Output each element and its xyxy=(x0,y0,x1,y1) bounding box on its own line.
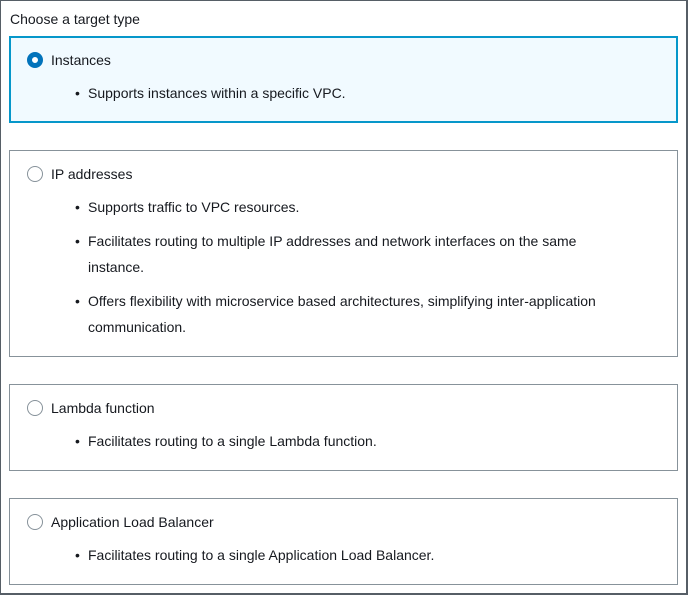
option-header: Lambda function xyxy=(27,398,661,418)
bullet-item: Offers flexibility with microservice bas… xyxy=(74,288,634,340)
option-bullets: Supports traffic to VPC resources. Facili… xyxy=(27,194,661,340)
option-label: IP addresses xyxy=(51,166,133,182)
section-label: Choose a target type xyxy=(10,11,140,27)
option-card-application-load-balancer[interactable]: Application Load Balancer Facilitates ro… xyxy=(9,498,678,585)
radio-button-application-load-balancer-icon[interactable] xyxy=(27,514,43,530)
option-card-instances[interactable]: Instances Supports instances within a sp… xyxy=(9,36,678,123)
option-bullets: Facilitates routing to a single Applicat… xyxy=(27,542,661,568)
option-header: Application Load Balancer xyxy=(27,512,661,532)
option-label: Application Load Balancer xyxy=(51,514,214,530)
bullet-item: Supports instances within a specific VPC… xyxy=(74,80,634,106)
radio-button-lambda-function-icon[interactable] xyxy=(27,400,43,416)
option-header: Instances xyxy=(27,50,661,70)
option-label: Instances xyxy=(51,52,111,68)
bullet-item: Supports traffic to VPC resources. xyxy=(74,194,634,220)
radio-button-ip-addresses-icon[interactable] xyxy=(27,166,43,182)
bullet-item: Facilitates routing to a single Applicat… xyxy=(74,542,634,568)
option-header: IP addresses xyxy=(27,164,661,184)
target-type-options: Instances Supports instances within a sp… xyxy=(9,36,678,585)
option-bullets: Supports instances within a specific VPC… xyxy=(27,80,661,106)
option-bullets: Facilitates routing to a single Lambda f… xyxy=(27,428,661,454)
radio-button-instances-icon[interactable] xyxy=(27,52,43,68)
option-card-lambda-function[interactable]: Lambda function Facilitates routing to a… xyxy=(9,384,678,471)
option-label: Lambda function xyxy=(51,400,155,416)
option-card-ip-addresses[interactable]: IP addresses Supports traffic to VPC res… xyxy=(9,150,678,357)
bullet-item: Facilitates routing to multiple IP addre… xyxy=(74,228,634,280)
bullet-item: Facilitates routing to a single Lambda f… xyxy=(74,428,634,454)
